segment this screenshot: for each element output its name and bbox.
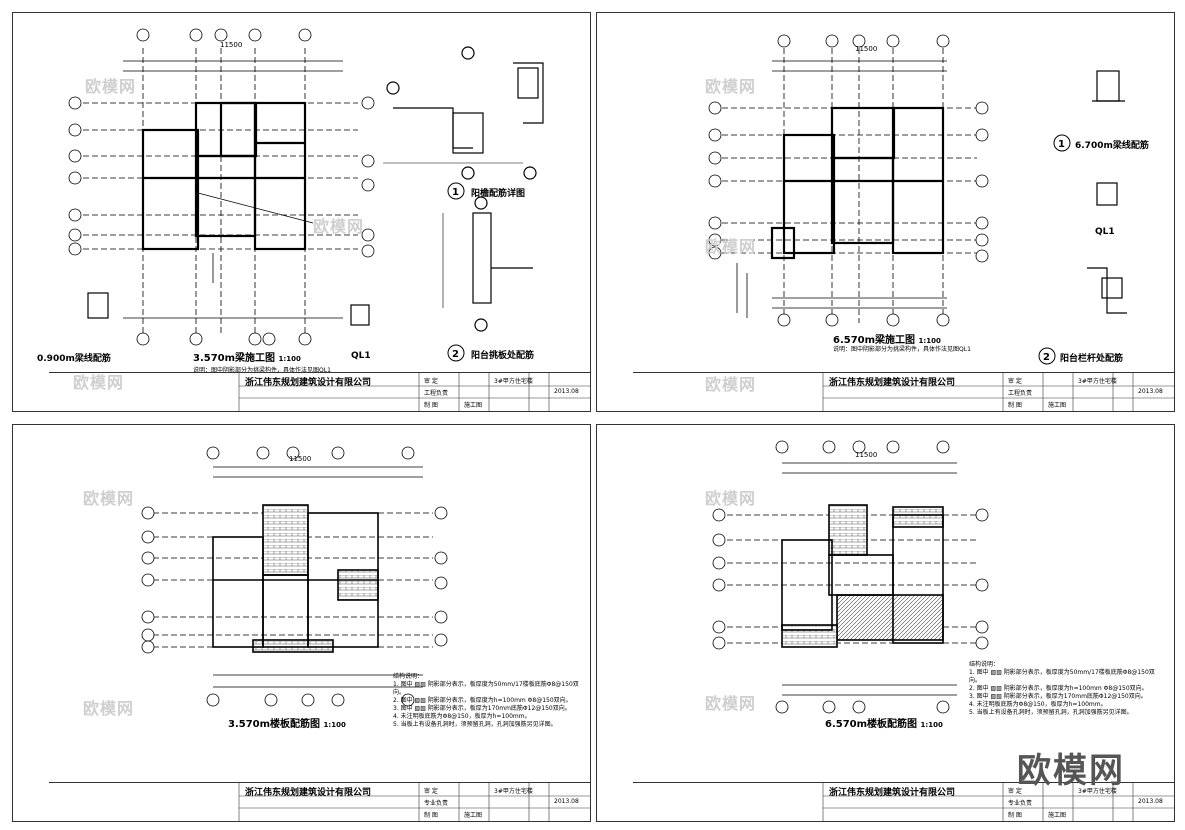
watermark: 欧模网 [83, 489, 135, 508]
note-line: 1. 图中 ▧▧ 阴影部分表示，板厚度为50mm/17楼板底筋Φ8@150双向。 [969, 669, 1155, 684]
tb-role: 制 图 [424, 812, 438, 819]
tb-date: 2013.08 [1138, 388, 1163, 395]
plan-note: 说明：图中阴影部分为挑梁构件，具体作法见图QL1 [833, 346, 971, 353]
note-line: 2. 图中 ▧▧ 阴影部分表示，板厚度为h=100mm Φ8@150双向。 [393, 697, 572, 704]
watermark: 欧模网 [313, 217, 365, 236]
company-name: 浙江伟东规划建筑设计有限公司 [829, 788, 956, 798]
brand-watermark: 欧模网 [1017, 751, 1125, 791]
company-name: 浙江伟东规划建筑设计有限公司 [245, 788, 372, 798]
watermark: 欧模网 [705, 375, 757, 394]
drawing-sheet-4: 欧模网 欧模网 11500 6.570m楼板配筋图 1:100 结构说明： 1.… [596, 424, 1175, 822]
tb-role: 工程负责 [424, 390, 449, 397]
tb-stage: 施工图 [464, 402, 483, 409]
note-line: 3. 图中 ▧▧ 阴影部分表示，板厚为170mm底筋Φ12@150双向。 [393, 705, 571, 712]
tb-role: 制 图 [424, 402, 438, 409]
drawing-sheet-3: 欧模网 欧模网 11500 3.570m楼板配筋图 1:100 结构说明： 1.… [12, 424, 591, 822]
watermark: 欧模网 [83, 699, 135, 718]
note-line: 3. 图中 ▧▧ 阴影部分表示，板厚为170mm底筋Φ12@150双向。 [969, 693, 1147, 700]
drawing-sheet-2: 1 2 欧模网 欧模网 欧模网 11500 6.570m梁施工图 1:100 说… [596, 12, 1175, 412]
section-label: QL1 [351, 351, 371, 361]
watermark: 欧模网 [705, 489, 757, 508]
note-line: 结构说明： [393, 673, 424, 680]
tb-project: 3#甲方住宅楼 [494, 378, 533, 385]
watermark: 欧模网 [705, 694, 757, 713]
section-label: QL1 [1095, 227, 1115, 237]
beam-plan-drawing: 1 2 [708, 34, 1127, 365]
detail-title: 阳台挑板处配筋 [471, 351, 535, 361]
tb-role: 审 定 [424, 788, 438, 795]
note-line: 4. 未注明板底筋为Φ8@150，板厚为h=100mm。 [393, 713, 531, 720]
tb-role: 审 定 [1008, 378, 1022, 385]
note-line: 4. 未注明板底筋为Φ8@150，板厚为h=100mm。 [969, 701, 1107, 708]
tb-role: 制 图 [1008, 812, 1022, 819]
drawing-title: 6.570m楼板配筋图 1:100 [825, 719, 943, 730]
dim-total: 11500 [855, 45, 878, 53]
sub-title: 0.900m梁线配筋 [37, 354, 111, 364]
svg-text:1: 1 [1058, 139, 1065, 150]
note-line: 2. 图中 ▧▧ 阴影部分表示，板厚度为h=100mm Φ8@150双向。 [969, 685, 1148, 692]
note-line: 5. 当板上有设备孔洞时，须预留孔洞，孔洞加强筋另见详图。 [969, 709, 1133, 716]
watermark: 欧模网 [73, 373, 125, 392]
note-line: 1. 图中 ▧▧ 阴影部分表示，板厚度为50mm/17楼板底筋Φ8@150双向。 [393, 681, 579, 696]
slab-plan-drawing [712, 440, 989, 714]
beam-plan-drawing: 1 2 [68, 28, 544, 362]
drawing-title: 6.570m梁施工图 1:100 [833, 335, 941, 346]
tb-stage: 施工图 [1048, 402, 1067, 409]
tb-role: 审 定 [424, 378, 438, 385]
tb-project: 3#甲方住宅楼 [1078, 378, 1117, 385]
tb-stage: 施工图 [464, 812, 483, 819]
company-name: 浙江伟东规划建筑设计有限公司 [829, 378, 956, 388]
tb-role: 专业负责 [1008, 800, 1033, 807]
title-block: 浙江伟东规划建筑设计有限公司 审 定 专业负责 制 图 3#甲方住宅楼 施工图 … [49, 782, 590, 821]
dim-total: 11500 [855, 451, 878, 459]
detail-title: 阳檐配筋详图 [471, 189, 526, 199]
svg-text:2: 2 [1043, 352, 1050, 363]
plan-note: 说明：图中阴影部分为挑梁构件，具体作法见图QL1 [193, 367, 331, 374]
title-block: 浙江伟东规划建筑设计有限公司 审 定 工程负责 制 图 3#甲方住宅楼 施工图 … [49, 372, 590, 411]
title-block: 浙江伟东规划建筑设计有限公司 审 定 工程负责 制 图 3#甲方住宅楼 施工图 … [633, 372, 1174, 411]
company-name: 浙江伟东规划建筑设计有限公司 [245, 378, 372, 388]
tb-role: 工程负责 [1008, 390, 1033, 397]
tb-date: 2013.08 [554, 388, 579, 395]
note-line: 5. 当板上有设备孔洞时，须预留孔洞，孔洞加强筋另见详图。 [393, 721, 557, 728]
drawing-title: 3.570m楼板配筋图 1:100 [228, 719, 346, 730]
tb-date: 2013.08 [554, 798, 579, 805]
tb-project: 3#甲方住宅楼 [1078, 788, 1117, 795]
tb-date: 2013.08 [1138, 798, 1163, 805]
title-block: 浙江伟东规划建筑设计有限公司 审 定 专业负责 制 图 3#甲方住宅楼 施工图 … [633, 782, 1174, 821]
slab-notes: 结构说明： 1. 图中 ▧▧ 阴影部分表示，板厚度为50mm/17楼板底筋Φ8@… [393, 673, 583, 729]
tb-role: 制 图 [1008, 402, 1022, 409]
svg-text:1: 1 [452, 187, 459, 198]
detail-title: 6.700m梁线配筋 [1075, 141, 1149, 151]
drawing-sheet-1: 1 2 欧模网 欧模网 欧模网 11500 0.900m梁线配筋 3.570m梁… [12, 12, 591, 412]
dim-total: 11500 [289, 455, 312, 463]
tb-project: 3#甲方住宅楼 [494, 788, 533, 795]
watermark: 欧模网 [705, 77, 757, 96]
watermark: 欧模网 [85, 77, 137, 96]
note-line: 结构说明： [969, 661, 1000, 668]
tb-stage: 施工图 [1048, 812, 1067, 819]
detail-title: 阳台栏杆处配筋 [1060, 354, 1124, 364]
tb-role: 专业负责 [424, 800, 449, 807]
slab-notes: 结构说明： 1. 图中 ▧▧ 阴影部分表示，板厚度为50mm/17楼板底筋Φ8@… [969, 661, 1164, 717]
tb-role: 审 定 [1008, 788, 1022, 795]
drawing-title: 3.570m梁施工图 1:100 [193, 353, 301, 364]
dim-total: 11500 [220, 41, 243, 49]
slab-plan-drawing [141, 446, 448, 707]
watermark: 欧模网 [705, 237, 757, 256]
svg-text:2: 2 [452, 349, 459, 360]
